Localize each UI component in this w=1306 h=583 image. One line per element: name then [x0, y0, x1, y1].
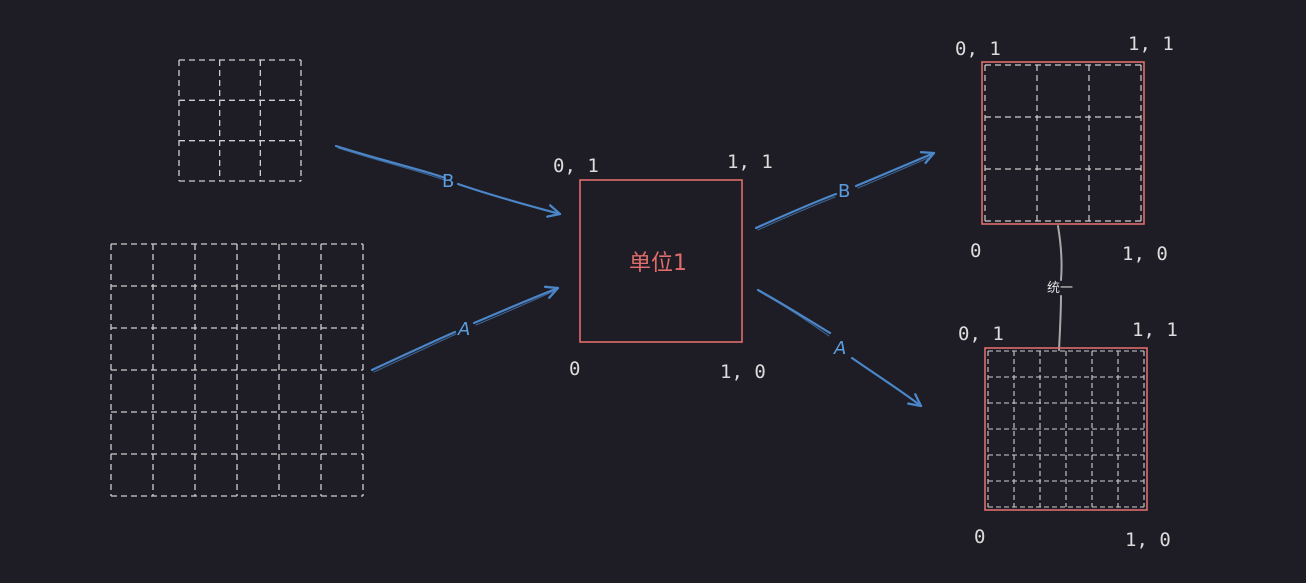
arrow-out-b: B	[754, 151, 936, 231]
unit-box-top-left: 0, 1	[553, 155, 599, 177]
source-grid-small	[178, 59, 302, 182]
arrow-in-b: B	[334, 144, 562, 218]
output-bottom-bottom-left: 0	[974, 526, 985, 548]
unit-box: 单位1 0, 1 1, 1 0 1, 0	[553, 151, 773, 383]
output-box-bottom: 0, 1 1, 1 0 1, 0	[958, 319, 1178, 551]
arrow-out-b-label: B	[838, 181, 850, 202]
unit-box-bottom-left: 0	[569, 358, 580, 380]
arrow-in-a: A	[370, 285, 560, 373]
output-top-top-right: 1, 1	[1128, 33, 1174, 55]
unify-connector: 统一	[1047, 225, 1073, 351]
unit-box-bottom-right: 1, 0	[720, 361, 766, 383]
output-bottom-bottom-right: 1, 0	[1125, 529, 1171, 551]
arrow-out-a: A	[756, 288, 923, 408]
unit-box-top-right: 1, 1	[727, 151, 773, 173]
unify-connector-label: 统一	[1047, 281, 1073, 296]
output-top-bottom-left: 0	[970, 240, 981, 262]
output-top-top-left: 0, 1	[955, 38, 1001, 60]
arrow-out-a-label: A	[833, 338, 846, 359]
arrow-in-a-label: A	[457, 319, 470, 340]
output-bottom-top-right: 1, 1	[1132, 319, 1178, 341]
arrow-in-b-label: B	[442, 171, 454, 192]
output-box-top: 0, 1 1, 1 0 1, 0	[955, 33, 1174, 265]
source-grid-large	[110, 243, 364, 497]
output-grid-bottom	[987, 350, 1145, 508]
output-bottom-top-left: 0, 1	[958, 323, 1004, 345]
unit-box-title: 单位1	[629, 251, 687, 276]
output-top-bottom-right: 1, 0	[1122, 243, 1168, 265]
output-grid-top	[984, 64, 1142, 222]
